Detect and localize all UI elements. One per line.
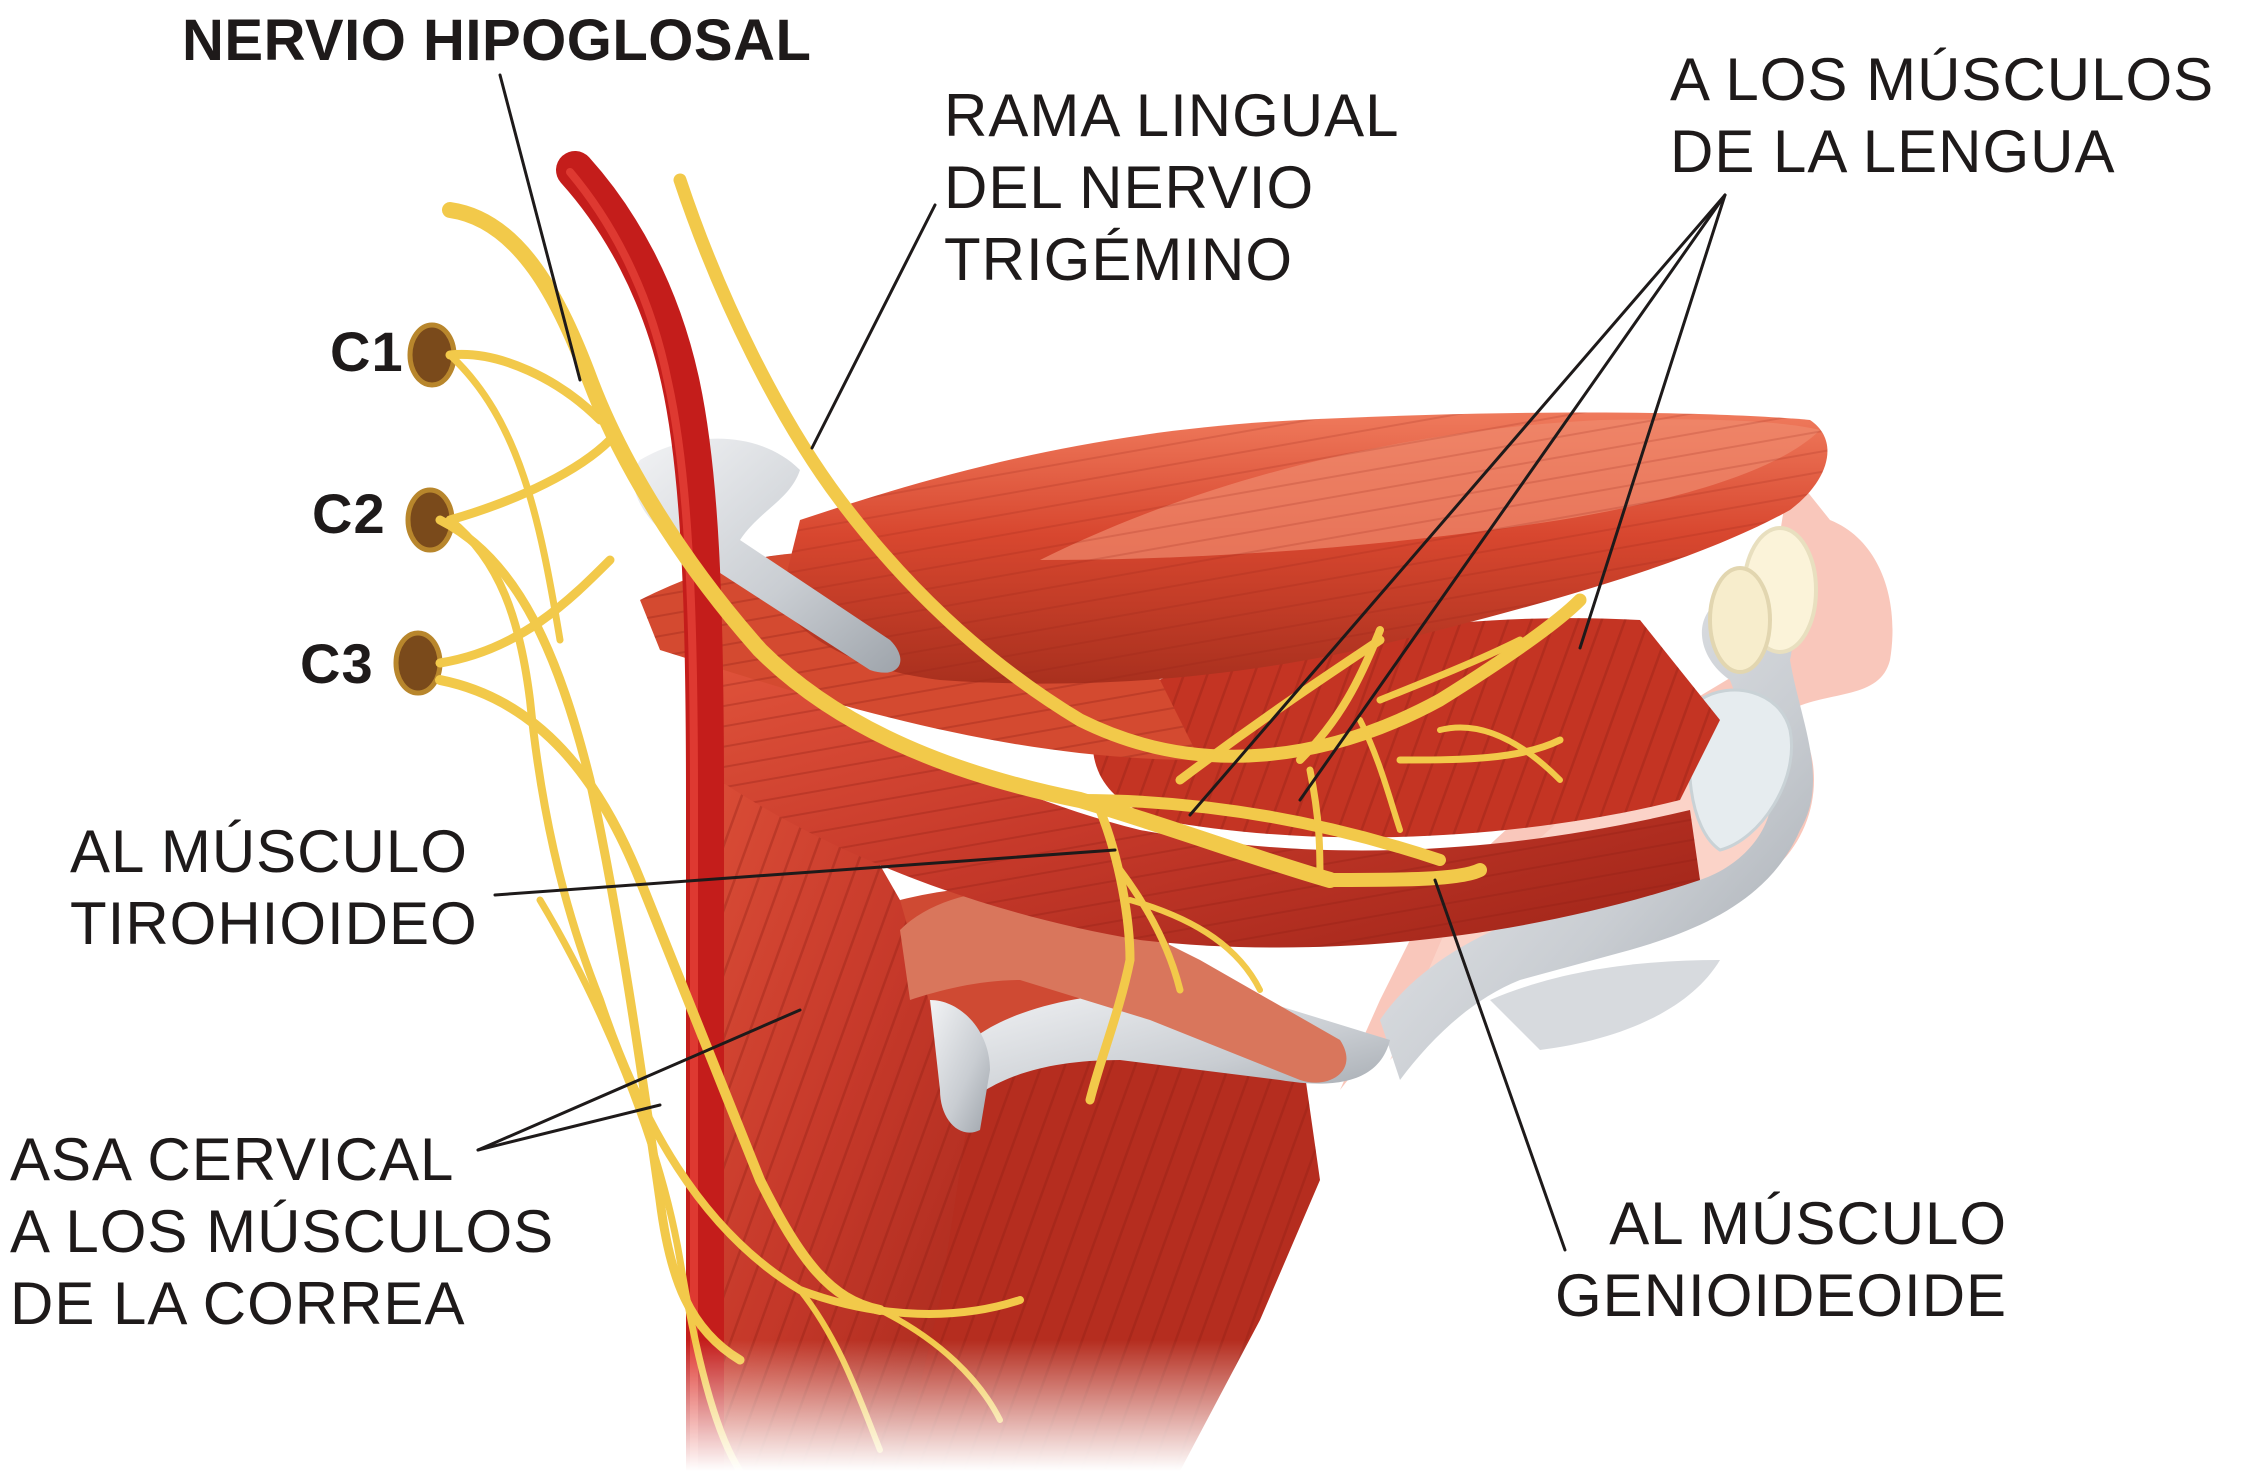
leader-line-asa-1: [476, 1008, 802, 1152]
label-line: A LOS MÚSCULOS: [1670, 46, 2215, 113]
title-nervio-hipoglosal: NERVIO HIPOGLOSAL: [182, 8, 812, 73]
label-c1: C1: [330, 320, 404, 383]
leader-line-lengua-3: [1578, 193, 1727, 650]
tongue-stripes: [780, 412, 1828, 684]
carotid-artery-highlight: [566, 168, 698, 1471]
label-genioideoide: AL MÚSCULO GENIOIDEOIDE: [1555, 1188, 2007, 1332]
mandible-bone: [1380, 590, 1813, 1080]
leader-line-rama-lingual: [810, 203, 937, 450]
leader-line-lengua-2: [1298, 193, 1727, 802]
label-line: TRIGÉMINO: [944, 226, 1293, 293]
leader-line-tirohioideo: [493, 848, 1117, 897]
label-line: AL MÚSCULO: [70, 818, 468, 885]
label-line: AL MÚSCULO: [1609, 1190, 2008, 1257]
leader-line-hypoglossal: [498, 73, 582, 382]
label-line: DEL NERVIO: [944, 154, 1315, 221]
label-tirohioideo: AL MÚSCULO TIROHIOIDEO: [70, 816, 478, 960]
label-rama-lingual: RAMA LINGUAL DEL NERVIO TRIGÉMINO: [944, 80, 1399, 296]
label-line: DE LA CORREA: [10, 1270, 466, 1337]
bottom-fade: [0, 1340, 2252, 1471]
label-musculos-lengua: A LOS MÚSCULOS DE LA LENGUA: [1670, 44, 2214, 188]
label-asa-cervical: ASA CERVICAL A LOS MÚSCULOS DE LA CORREA: [10, 1124, 554, 1340]
leader-line-genioideoide: [1433, 878, 1567, 1252]
leader-lines: [476, 73, 1727, 1252]
genioglossus-stripes: [1092, 618, 1720, 838]
tooth-lower: [1688, 688, 1793, 852]
label-line: TIROHIOIDEO: [70, 890, 478, 957]
c3-root: [393, 630, 443, 696]
leader-line-asa-2: [476, 1103, 662, 1152]
label-line: DE LA LENGUA: [1670, 118, 2116, 185]
carotid-artery: [556, 151, 724, 1471]
label-line: ASA CERVICAL: [10, 1126, 455, 1193]
label-c2: C2: [312, 482, 386, 545]
label-line: RAMA LINGUAL: [944, 82, 1400, 149]
label-line: GENIOIDEOIDE: [1555, 1262, 2008, 1329]
leader-line-lengua-1: [1188, 193, 1727, 817]
label-c3: C3: [300, 632, 374, 695]
tooth: [1708, 566, 1772, 674]
label-line: A LOS MÚSCULOS: [10, 1198, 555, 1265]
mandible-lower-arch: [1490, 960, 1720, 1050]
hyoid-horn: [930, 1000, 990, 1133]
